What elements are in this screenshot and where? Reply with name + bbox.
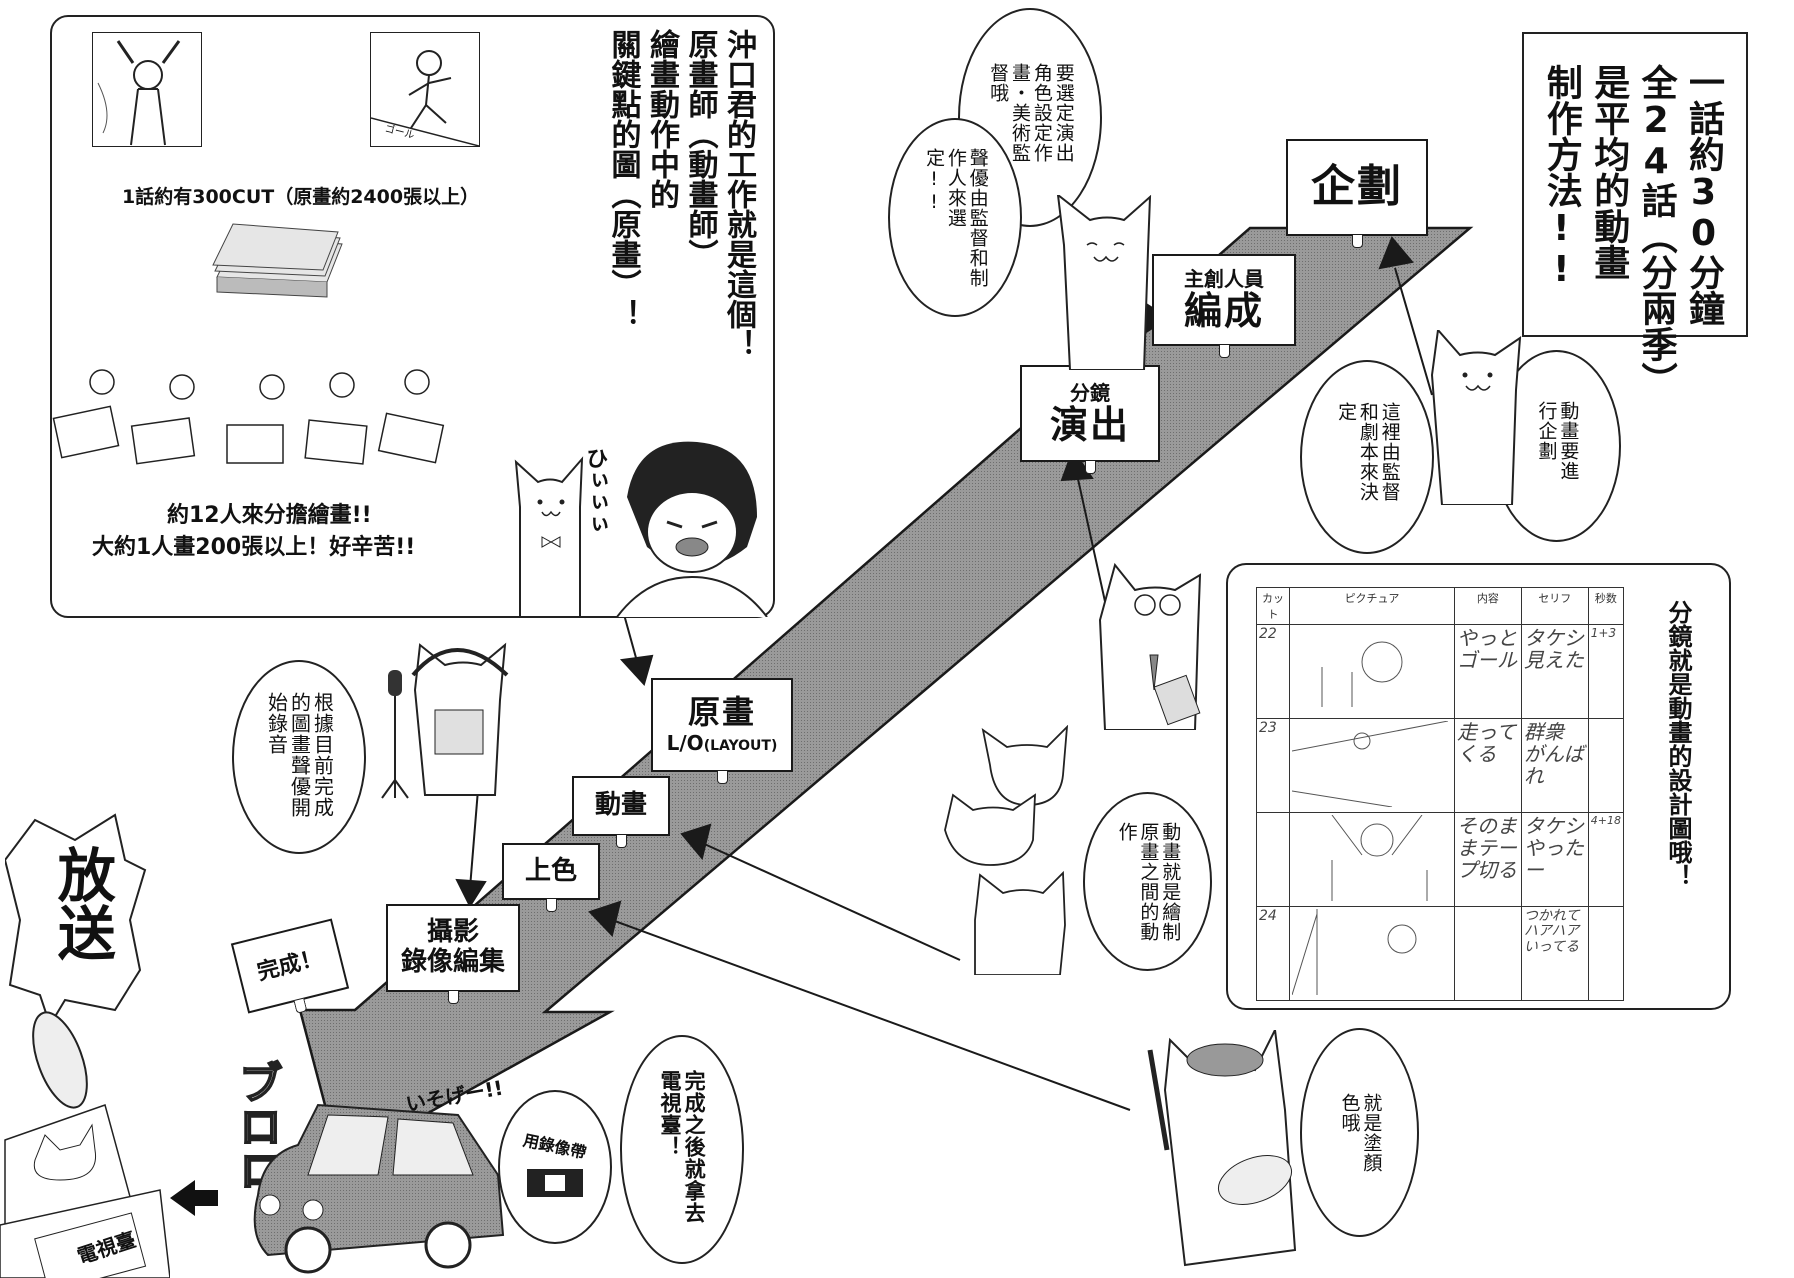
staff-caption-line1: 約12人來分擔繪畫!! xyxy=(167,503,372,528)
sign-inbetween: 動畫 xyxy=(572,776,670,848)
bowtie-cat-illustration xyxy=(514,456,584,617)
cat-group-inbetween xyxy=(944,725,1069,975)
bubble-inbetween: 動畫就是繪制原畫之間的動作 xyxy=(1083,792,1212,971)
bubble-coloring: 就是塗顏色哦 xyxy=(1300,1028,1419,1237)
picture-sketch xyxy=(1288,718,1455,813)
layout-label: (LAYOUT) xyxy=(703,737,778,754)
dialogue-cell: 群衆 がんばれ xyxy=(1520,718,1589,813)
storyboard-header-row: カット ピクチュア 内容 セリフ 秒数 xyxy=(1256,587,1625,625)
tv-station-illustration xyxy=(0,1011,170,1278)
to-tv-arrow-icon xyxy=(170,1180,218,1216)
animators-illustration xyxy=(52,357,522,467)
cut-number: 24 xyxy=(1256,906,1290,1001)
animator-role-title: 沖口君的工作就是這個！ 原畫師（動畫師） 繪畫動作中的 關鍵點的圖（原畫）！ xyxy=(605,29,757,359)
dialogue-cell: タケシ やったー xyxy=(1520,812,1589,907)
seconds-cell xyxy=(1587,906,1625,1001)
sign-coloring-label: 上色 xyxy=(524,855,577,886)
cheering-runner-illustration xyxy=(97,40,181,146)
bubble-director-script: 這裡由監督和劇本來決定 xyxy=(1300,360,1434,554)
sign-planning-label: 企劃 xyxy=(1311,161,1403,213)
seconds-cell: 1+3 xyxy=(1587,624,1625,719)
storyboard-row: 24 つかれてハアハアいってる xyxy=(1256,906,1625,1001)
pointer-cat-planning xyxy=(1430,330,1522,505)
storyboard-row: 22 やっとゴール タケシ 見えた 1+3 xyxy=(1256,624,1625,719)
bubble-recording: 根據目前完成的圖畫聲優開始錄音 xyxy=(232,660,366,854)
title-line-2: 原畫師（動畫師） xyxy=(682,29,718,269)
seconds-cell xyxy=(1587,718,1625,813)
sign-key-animation: 原畫 L/O(LAYOUT) xyxy=(651,678,793,784)
info-line-2: 全24話（分兩季） xyxy=(1635,64,1677,398)
staff-caption-line2: 大約1人畫200張以上！好辛苦!! xyxy=(92,535,416,560)
info-line-4: 制作方法!! xyxy=(1540,64,1582,290)
bubble-delivery: 完成之後就拿去電視臺！ xyxy=(620,1035,744,1264)
sign-staff-top: 主創人員 xyxy=(1184,267,1264,292)
paper-stack-icon xyxy=(212,223,343,298)
boy-exclaim: ひぃぃぃ xyxy=(582,447,608,535)
videotape-icon xyxy=(527,1169,583,1197)
storyboard-row: そのままテープ切る タケシ やったー 4+18 xyxy=(1256,812,1625,907)
sign-staff-formation: 主創人員 編成 xyxy=(1152,254,1296,358)
sign-douga-label: 動畫 xyxy=(594,790,647,821)
storyboard-panel: カット ピクチュア 内容 セリフ 秒数 22 やっとゴール タケシ 見えた 1+… xyxy=(1226,563,1731,1010)
bubble-staff-select-2: 聲優由監督和制作人來選定!! xyxy=(888,118,1022,317)
sign-satsuei-main: 錄像編集 xyxy=(400,947,505,977)
bubble-tape: 用錄像帶 xyxy=(498,1090,612,1244)
sign-complete-label: 完成！ xyxy=(254,945,326,986)
content-cell: 走ってくる xyxy=(1453,718,1522,813)
tape-label: 用錄像帶 xyxy=(521,1130,588,1163)
picture-sketch xyxy=(1288,906,1455,1001)
sign-storyboard-top: 分鏡 xyxy=(1070,380,1110,405)
broadcast-label: 放送 xyxy=(47,845,116,961)
worried-animator-illustration xyxy=(616,441,768,617)
title-line-3: 繪畫動作中的 xyxy=(644,29,679,209)
info-line-3: 是平均的動畫 xyxy=(1588,64,1630,280)
painter-cat xyxy=(1147,1030,1297,1267)
recording-cat xyxy=(411,642,509,796)
sign-satsuei-top: 攝影 xyxy=(426,917,479,948)
dialogue-cell: つかれてハアハアいってる xyxy=(1520,906,1589,1001)
content-cell xyxy=(1453,906,1522,1001)
content-cell: やっとゴール xyxy=(1453,624,1522,719)
sign-staff-main: 編成 xyxy=(1183,289,1264,334)
layout-symbol: L/O xyxy=(666,730,704,755)
storyboard-row: 23 走ってくる 群衆 がんばれ xyxy=(1256,718,1625,813)
cuts-caption: 1話約有300CUT（原畫約2400張以上） xyxy=(122,186,480,208)
header-seconds: 秒数 xyxy=(1587,587,1625,625)
title-line-1: 沖口君的工作就是這個！ xyxy=(721,29,756,359)
animator-work-panel: ゴール 1話約有300CUT（原畫約2400張以上） 約12人來分擔繪畫!! 大… xyxy=(50,15,775,618)
storyboard-table: カット ピクチュア 内容 セリフ 秒数 22 やっとゴール タケシ 見えた 1+… xyxy=(1256,587,1625,1001)
broadcast-burst-bubble xyxy=(5,813,147,1028)
seconds-cell: 4+18 xyxy=(1587,812,1625,907)
cut-number xyxy=(1256,812,1290,907)
sign-storyboard: 分鏡 演出 xyxy=(1020,365,1160,474)
production-info-box: 一話約30分鐘 全24話（分兩季） 是平均的動畫 制作方法!! xyxy=(1522,32,1748,398)
cut-number: 22 xyxy=(1256,624,1290,719)
header-content: 内容 xyxy=(1453,587,1522,625)
keyframe-drawing-2 xyxy=(92,32,202,147)
running-boy-illustration xyxy=(370,50,480,147)
dialogue-cell: タケシ 見えた xyxy=(1520,624,1589,719)
cut-number: 23 xyxy=(1256,718,1290,813)
delivery-car-illustration xyxy=(253,1103,505,1274)
sign-photography-editing: 攝影 錄像編集 xyxy=(386,904,520,1004)
title-line-4: 關鍵點的圖（原畫）！ xyxy=(605,29,641,329)
sign-planning: 企劃 xyxy=(1286,139,1428,248)
content-cell: そのままテープ切る xyxy=(1453,812,1522,907)
sign-coloring: 上色 xyxy=(502,843,600,912)
production-road-arrow xyxy=(298,226,1474,1164)
header-picture: ピクチュア xyxy=(1288,587,1455,625)
sign-genga-main: 原畫 xyxy=(687,693,756,732)
picture-sketch xyxy=(1288,812,1455,907)
picture-sketch xyxy=(1288,624,1455,719)
info-line-1: 一話約30分鐘 xyxy=(1683,64,1724,326)
microphone-icon xyxy=(381,670,409,799)
glasses-cat xyxy=(1098,562,1202,730)
pointer-cat-staff xyxy=(1056,195,1152,370)
storyboard-caption: 分鏡就是動畫的設計圖哦！ xyxy=(1664,600,1692,888)
header-cut: カット xyxy=(1256,587,1290,625)
sign-storyboard-main: 演出 xyxy=(1049,402,1130,447)
header-dialogue: セリフ xyxy=(1520,587,1589,625)
keyframe-drawing-1: ゴール xyxy=(370,32,480,147)
